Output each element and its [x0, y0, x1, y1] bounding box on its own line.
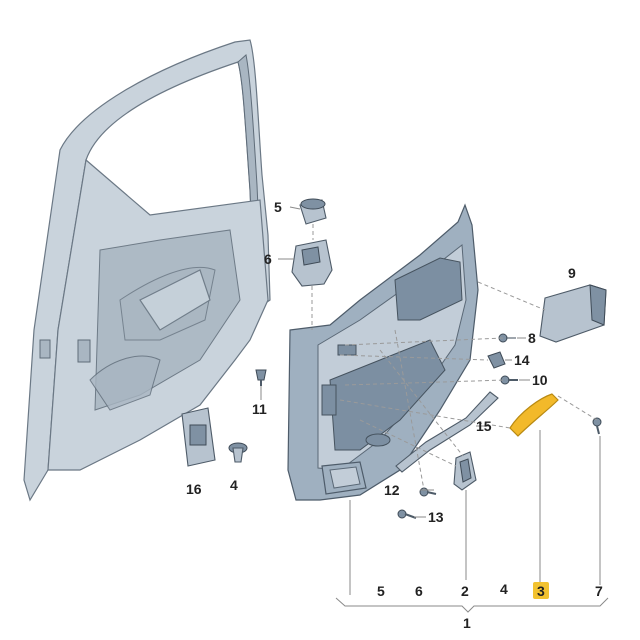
highlight-marker — [533, 582, 549, 599]
part-7-screw — [592, 417, 602, 435]
leader-lines — [260, 206, 609, 613]
part-6-bracket — [291, 239, 333, 287]
bracket-label-5: 5 — [377, 583, 385, 599]
label-15: 15 — [476, 418, 492, 434]
part-15-trim-strip — [395, 391, 499, 473]
label-14: 14 — [514, 352, 530, 368]
label-16: 16 — [186, 481, 202, 497]
label-12: 12 — [384, 482, 400, 498]
part-12-screw — [419, 487, 437, 497]
callout-labels: 5 6 9 8 14 10 11 15 16 4 12 13 — [186, 199, 576, 525]
label-4: 4 — [230, 477, 238, 493]
part-1-door-trim-panel — [287, 203, 479, 501]
label-13: 13 — [428, 509, 444, 525]
bracket-label-2: 2 — [461, 583, 469, 599]
bracket-label-7: 7 — [595, 583, 603, 599]
part-9-armrest-cover — [539, 284, 607, 343]
part-14-clip — [487, 351, 506, 369]
label-5: 5 — [274, 199, 282, 215]
part-2-handle-bezel — [453, 451, 477, 491]
label-10: 10 — [532, 372, 548, 388]
door-frame — [23, 39, 271, 502]
part-16-switch-panel — [181, 407, 216, 467]
part-11-clip — [255, 369, 267, 386]
bracket-labels: 5 6 2 4 3 7 1 — [377, 581, 603, 631]
part-4-push-clip — [228, 442, 248, 463]
part-5-pull-cup — [299, 198, 327, 225]
label-8: 8 — [528, 330, 536, 346]
label-11: 11 — [252, 401, 267, 417]
bracket-label-3: 3 — [537, 583, 545, 599]
label-9: 9 — [568, 265, 576, 281]
label-6: 6 — [264, 251, 272, 267]
bracket-label-6: 6 — [415, 583, 423, 599]
part-3-grab-handle — [509, 393, 559, 437]
bracket-total-label: 1 — [463, 615, 471, 631]
bracket-label-4: 4 — [500, 581, 508, 597]
part-13-screw — [397, 509, 417, 519]
part-10-screw — [500, 375, 518, 385]
